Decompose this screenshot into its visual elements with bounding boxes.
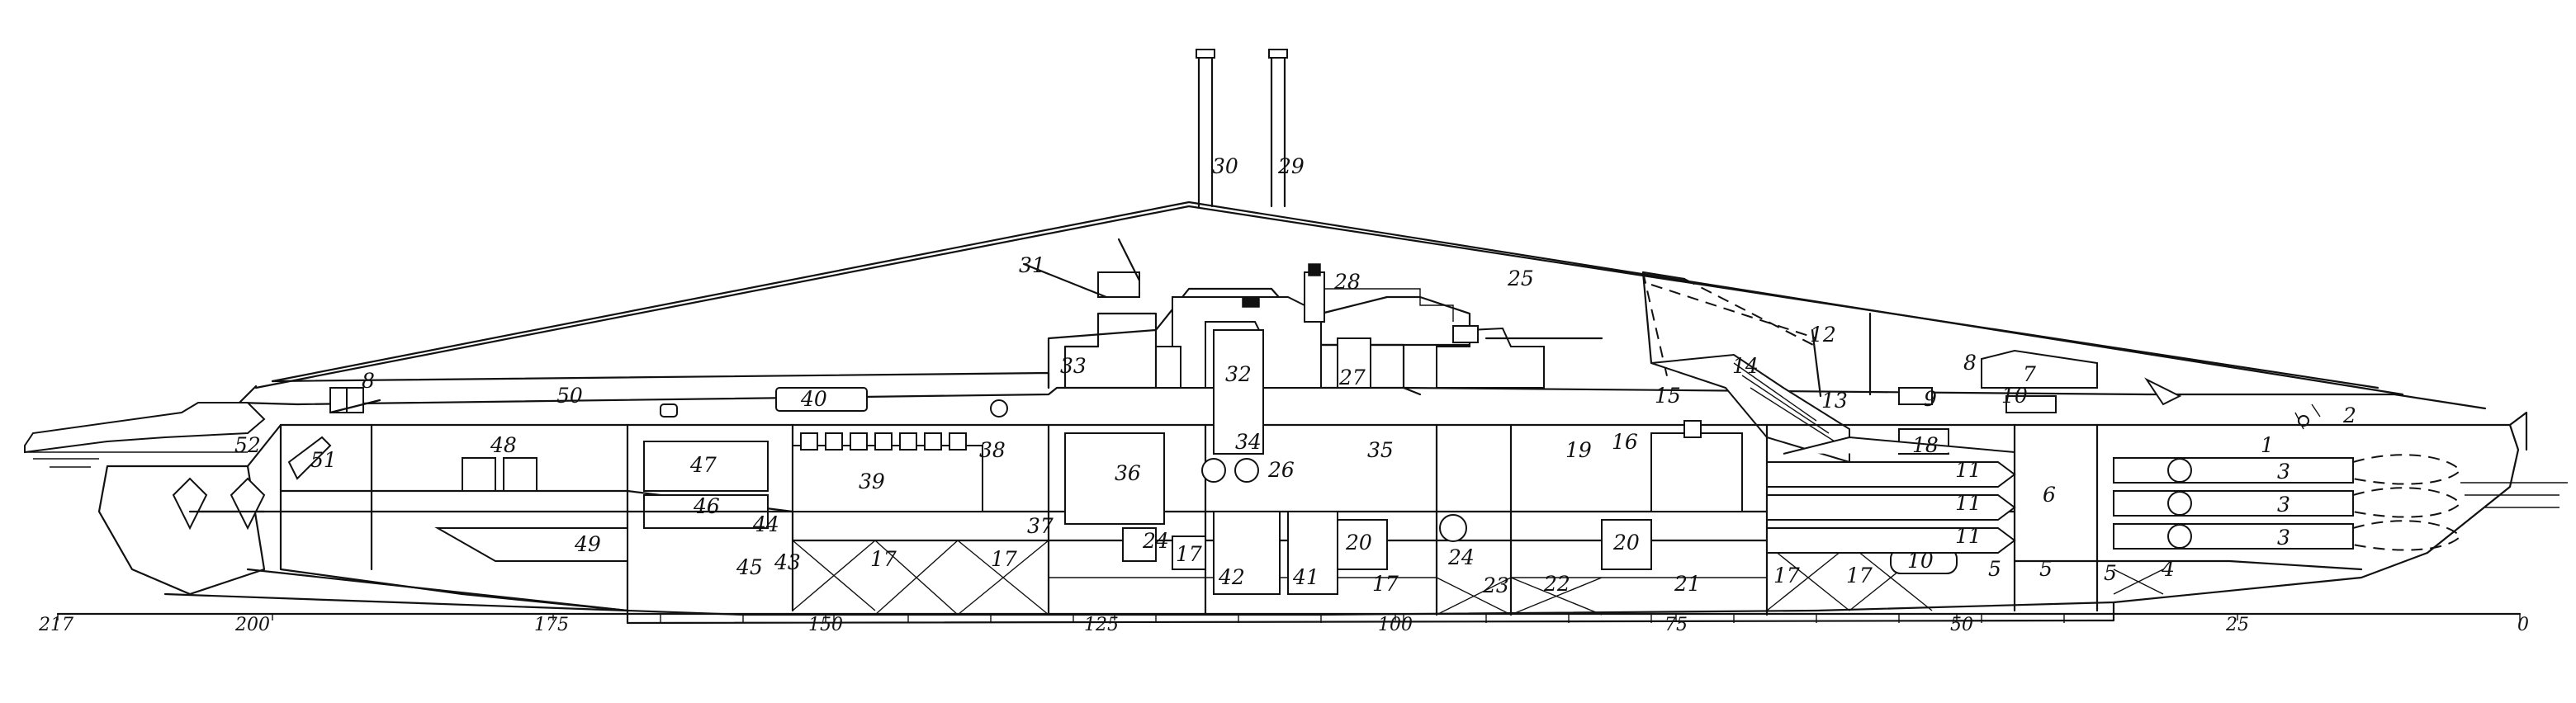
callout-17a: 17 [870, 547, 897, 571]
callout-35: 35 [1367, 438, 1394, 462]
callout-2: 2 [2342, 403, 2356, 427]
callout-49: 49 [574, 532, 601, 556]
callout-22: 22 [1543, 572, 1570, 596]
scale-tick-175: 175 [534, 615, 569, 635]
callout-18: 18 [1912, 433, 1939, 457]
torpedo-loading-crane [1641, 271, 1872, 398]
bow-superstructure [1898, 349, 2321, 430]
callout-19: 19 [1565, 438, 1592, 462]
callout-4: 4 [2161, 557, 2175, 581]
callout-51: 51 [310, 448, 337, 472]
scale-tick-50: 50 [1950, 615, 1973, 635]
callout-7: 7 [2023, 362, 2036, 386]
callout-3a: 3 [2277, 460, 2290, 484]
callout-20a: 20 [1345, 531, 1372, 554]
scale-tick-75: 75 [1664, 615, 1688, 635]
deck-gun [1436, 325, 1603, 389]
callout-8b: 8 [362, 369, 375, 393]
callout-45: 45 [736, 555, 763, 579]
callout-14: 14 [1732, 354, 1759, 378]
callout-17c: 17 [1372, 572, 1399, 596]
callout-30: 30 [1212, 154, 1238, 178]
callout-12: 12 [1810, 323, 1836, 347]
stored-torpedoes [1766, 436, 2016, 554]
periscope-masts [1196, 49, 1288, 208]
callout-41: 41 [1292, 565, 1319, 589]
scale-tick-200: 200 [234, 615, 270, 635]
callout-3b: 3 [2277, 493, 2290, 517]
callout-28: 28 [1333, 270, 1361, 294]
callout-33: 33 [1060, 354, 1087, 378]
callout-46: 46 [693, 494, 720, 518]
bow-tanks [2013, 559, 2363, 595]
callout-42: 42 [1218, 565, 1245, 589]
callout-3c: 3 [2277, 526, 2290, 550]
callout-labels: 1 2 3 3 3 4 5 5 5 6 7 8 8 9 10 10 11 11 … [234, 154, 2356, 597]
scale-tick-150: 150 [808, 615, 843, 635]
machinery [188, 329, 1958, 595]
callout-25: 25 [1507, 267, 1534, 290]
callout-47: 47 [689, 453, 717, 477]
callout-11a: 11 [1955, 458, 1982, 482]
callout-40: 40 [800, 387, 827, 411]
callout-16: 16 [1612, 430, 1638, 454]
callout-13: 13 [1821, 389, 1848, 413]
callout-17b: 17 [991, 547, 1017, 571]
callout-32: 32 [1225, 362, 1252, 386]
scale-tick-100: 100 [1378, 615, 1413, 635]
scale-tick-25: 25 [2225, 615, 2249, 635]
callout-10a: 10 [1907, 549, 1934, 573]
callout-6: 6 [2043, 483, 2056, 507]
callout-44: 44 [752, 512, 779, 536]
callout-5c: 5 [2104, 561, 2117, 585]
waterline [25, 451, 2568, 508]
propeller-and-rudder [172, 436, 332, 531]
callout-37: 37 [1027, 514, 1054, 538]
callout-21: 21 [1674, 572, 1701, 596]
callout-5b: 5 [2039, 557, 2053, 581]
callout-11c: 11 [1955, 524, 1982, 548]
callout-39: 39 [859, 469, 885, 493]
callout-1: 1 [2261, 433, 2274, 457]
callout-20b: 20 [1612, 531, 1640, 554]
callout-24b: 24 [1447, 545, 1475, 569]
callout-24a: 24 [1142, 529, 1169, 553]
scale-tick-217: 217 [38, 615, 73, 635]
callout-11b: 11 [1955, 491, 1982, 515]
scale-tick-125: 125 [1084, 615, 1119, 635]
callout-31: 31 [1019, 253, 1045, 277]
callout-52: 52 [234, 433, 261, 457]
callout-43: 43 [774, 550, 801, 574]
torpedo-tubes [2113, 454, 2462, 551]
callout-23: 23 [1482, 573, 1509, 597]
callout-17e: 17 [1846, 564, 1873, 587]
callout-17f: 17 [1176, 542, 1202, 566]
scale-tick-0: 0 [2517, 615, 2529, 635]
callout-15: 15 [1655, 384, 1681, 408]
stern-casing [24, 387, 381, 454]
callout-36: 36 [1115, 461, 1141, 485]
callout-27: 27 [1338, 366, 1366, 389]
length-scale: 217 200 175 150 125 100 75 50 25 0 [38, 612, 2529, 635]
callout-50: 50 [556, 384, 583, 408]
callout-26: 26 [1267, 458, 1295, 482]
callout-34: 34 [1235, 430, 1262, 454]
callout-10b: 10 [2001, 384, 2028, 408]
keel [626, 601, 2115, 625]
jumping-wire [254, 201, 2404, 396]
callout-17d: 17 [1773, 564, 1800, 587]
callout-5a: 5 [1988, 557, 2001, 581]
callout-48: 48 [490, 433, 517, 457]
deck-fittings [660, 387, 1008, 418]
callout-9: 9 [1924, 387, 1937, 411]
callout-29: 29 [1277, 154, 1305, 178]
callout-8a: 8 [1963, 351, 1977, 375]
callout-38: 38 [979, 438, 1006, 462]
